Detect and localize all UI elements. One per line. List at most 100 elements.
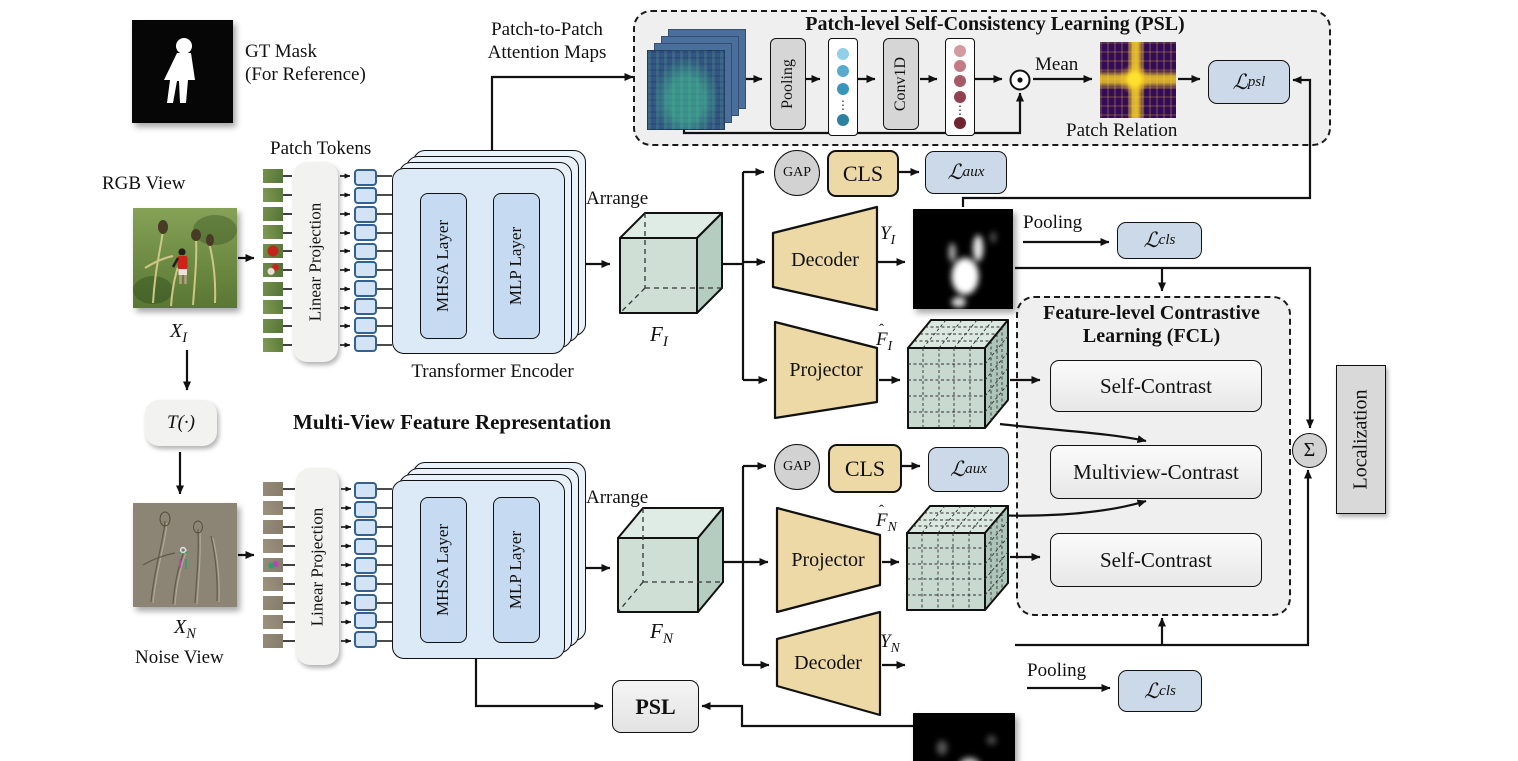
self-contrast-bottom-box: Self-Contrast bbox=[1050, 533, 1262, 587]
decoder-top-shape bbox=[771, 205, 879, 312]
patch-strip bbox=[263, 337, 283, 352]
localization-box: Localization bbox=[1336, 365, 1386, 514]
cls-box-top: CLS bbox=[827, 150, 899, 197]
patch-token bbox=[354, 537, 377, 555]
person-figure bbox=[171, 248, 188, 284]
patch-strip bbox=[263, 244, 283, 259]
mhsa-layer-bottom: MHSA Layer bbox=[420, 497, 467, 643]
patch-token-column-noise bbox=[354, 482, 377, 648]
noise-view-label: Noise View bbox=[135, 647, 224, 668]
patch-token bbox=[354, 261, 377, 279]
conv1d-box: Conv1D bbox=[883, 38, 919, 130]
patch-strip bbox=[263, 596, 283, 610]
patch-strip bbox=[263, 187, 283, 202]
transformer-encoder-label: Transformer Encoder bbox=[411, 361, 574, 382]
patch-token bbox=[354, 242, 377, 260]
multiview-section-title: Multi-View Feature Representation bbox=[293, 410, 612, 434]
noise-view-image bbox=[133, 503, 237, 607]
mean-label: Mean bbox=[1035, 54, 1079, 75]
transform-box: T(·) bbox=[145, 400, 217, 446]
pooling-label-bottom: Pooling bbox=[1027, 660, 1087, 681]
patch-strip bbox=[263, 539, 283, 553]
x-i-label: XI bbox=[170, 320, 188, 346]
patch-strip bbox=[263, 634, 283, 648]
patch-token bbox=[354, 187, 377, 205]
patch-strip-column-noise bbox=[263, 482, 283, 648]
patch-token bbox=[354, 556, 377, 574]
psl-module-title: Patch-level Self-Consistency Learning (P… bbox=[805, 13, 1185, 35]
mhsa-layer-top: MHSA Layer bbox=[420, 193, 467, 339]
patch-token bbox=[354, 169, 377, 186]
patch-token bbox=[354, 482, 377, 499]
psl-box-bottom: PSL bbox=[612, 680, 699, 733]
patch-token bbox=[354, 612, 377, 630]
patch-token bbox=[354, 593, 377, 611]
fn-label: FN bbox=[650, 619, 673, 648]
patch-token bbox=[354, 519, 377, 537]
patch-strip bbox=[263, 206, 283, 221]
patch-token bbox=[354, 279, 377, 297]
patch-strip bbox=[263, 262, 283, 277]
patch-token bbox=[354, 298, 377, 316]
patch-strip bbox=[263, 281, 283, 296]
pooled-vector: ⋮ bbox=[828, 38, 858, 136]
patch-token bbox=[354, 500, 377, 518]
rgb-view-label: RGB View bbox=[102, 173, 186, 194]
dandelion-stalks bbox=[144, 229, 217, 307]
linear-projection-bottom: Linear Projection bbox=[296, 468, 339, 665]
person-silhouette-icon bbox=[164, 38, 195, 103]
pooling-box: Pooling bbox=[770, 38, 806, 130]
rgb-view-image bbox=[133, 208, 237, 308]
patch-token bbox=[354, 631, 377, 648]
patch-token bbox=[354, 334, 377, 352]
projector-top-shape bbox=[773, 320, 879, 420]
patch-strip bbox=[263, 520, 283, 534]
linear-projection-top: Linear Projection bbox=[293, 162, 338, 362]
feature-cube-fi bbox=[619, 212, 723, 314]
gap-circle-top: GAP bbox=[774, 150, 820, 196]
decoder-label-bottom: Decoder bbox=[794, 651, 862, 674]
patch-strip bbox=[263, 615, 283, 629]
patch-strip-column-rgb bbox=[263, 169, 283, 352]
projected-cube-fi bbox=[907, 319, 1009, 429]
mlp-layer-top: MLP Layer bbox=[493, 193, 540, 339]
patch-relation-image bbox=[1100, 42, 1176, 118]
cls-box-bottom: CLS bbox=[828, 444, 902, 493]
patch-token-column-rgb bbox=[354, 169, 377, 352]
patch-strip bbox=[263, 577, 283, 591]
projector-label-top: Projector bbox=[789, 358, 863, 381]
x-n-label: XN bbox=[174, 616, 196, 642]
patch-strip bbox=[263, 300, 283, 315]
patch-strip bbox=[263, 225, 283, 240]
elementwise-product-icon bbox=[1009, 69, 1031, 91]
patch-token bbox=[354, 205, 377, 223]
pooling-label-top: Pooling bbox=[1023, 212, 1083, 233]
multiview-contrast-box: Multiview-Contrast bbox=[1050, 445, 1262, 499]
yi-label: YI bbox=[880, 223, 896, 247]
decoder-label-top: Decoder bbox=[791, 248, 859, 271]
yn-label: YN bbox=[880, 631, 900, 655]
projector-label-bottom: Projector bbox=[791, 548, 865, 571]
patch-relation-label: Patch Relation bbox=[1066, 120, 1178, 141]
arrange-label-bottom: Arrange bbox=[586, 487, 649, 508]
sum-circle: Σ bbox=[1292, 433, 1327, 468]
self-contrast-top-box: Self-Contrast bbox=[1050, 360, 1262, 412]
patch-token bbox=[354, 316, 377, 334]
decoder-bottom-shape bbox=[775, 610, 882, 717]
noise-person-marks bbox=[178, 546, 188, 569]
patch-strip bbox=[263, 501, 283, 515]
patch-token bbox=[354, 575, 377, 593]
attention-map-image bbox=[647, 50, 725, 130]
conv-vector: ⋮ bbox=[945, 38, 975, 136]
arrange-label-top: Arrange bbox=[586, 188, 649, 209]
patch-strip bbox=[263, 319, 283, 334]
